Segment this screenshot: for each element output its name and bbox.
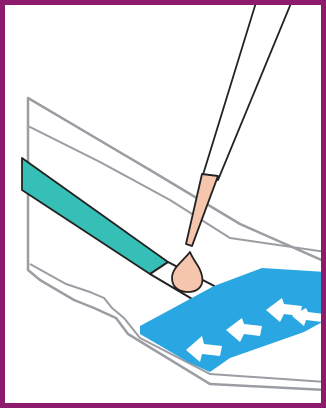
pipette-barrel (202, 0, 294, 180)
pipette-icon (186, 0, 294, 246)
